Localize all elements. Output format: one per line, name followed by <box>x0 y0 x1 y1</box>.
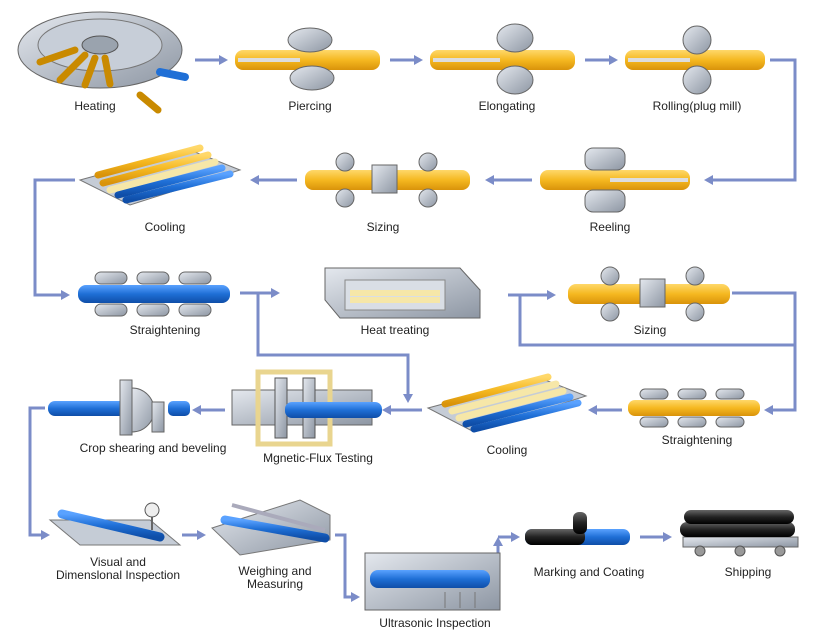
cooling-bed-1: Cooling <box>78 144 242 234</box>
step-label-rolling: Rolling(plug mill) <box>653 99 742 113</box>
heat-treating-furnace: Heat treating <box>311 267 494 337</box>
sizing-mill-1: Sizing <box>305 152 470 234</box>
crop-shearing-machine: Crop shearing and beveling <box>48 379 227 455</box>
shipping-cart: Shipping <box>680 510 799 579</box>
reeling-mill: Reeling <box>540 147 690 234</box>
ultrasonic-tester: Ultrasonic Inspection <box>364 552 501 630</box>
step-label-weighing-line1: Weighing and <box>238 564 311 578</box>
sizing-mill-2: Sizing <box>568 266 730 337</box>
step-label-marking: Marking and Coating <box>534 565 645 579</box>
step-label-piercing: Piercing <box>288 99 331 113</box>
step-label-magnetic-flux: Mgnetic-Flux Testing <box>263 451 373 465</box>
step-label-cooling-2: Cooling <box>487 443 528 457</box>
straightener-2: Straightening <box>628 388 760 447</box>
marking-coating-line: Marking and Coating <box>525 512 644 579</box>
step-label-ultrasonic: Ultrasonic Inspection <box>379 616 490 630</box>
plug-mill: Rolling(plug mill) <box>625 25 765 113</box>
visual-inspection-table: Visual and Dimenslonal Inspection <box>48 502 182 582</box>
flow-arrows <box>28 55 797 602</box>
step-label-shipping: Shipping <box>725 565 772 579</box>
step-label-visual-line1: Visual and <box>90 555 146 569</box>
step-label-cooling: Cooling <box>145 220 186 234</box>
step-label-straightening: Straightening <box>130 323 201 337</box>
step-label-visual-line2: Dimenslonal Inspection <box>56 568 180 582</box>
step-label-elongating: Elongating <box>479 99 536 113</box>
weighing-table: Weighing and Measuring <box>211 499 331 591</box>
step-label-straightening-2: Straightening <box>662 433 733 447</box>
step-label-sizing: Sizing <box>367 220 400 234</box>
straightener-1: Straightening <box>78 271 230 337</box>
cooling-bed-2: Cooling <box>426 373 588 457</box>
elongating-mill: Elongating <box>430 23 575 113</box>
magnetic-flux-tester: Mgnetic-Flux Testing <box>231 369 382 465</box>
step-label-weighing-line2: Measuring <box>247 577 303 591</box>
piercing-mill: Piercing <box>235 27 380 113</box>
step-label-reeling: Reeling <box>590 220 631 234</box>
heating-furnace: Heating <box>17 11 189 114</box>
step-label-sizing-2: Sizing <box>634 323 667 337</box>
step-label-heat-treating: Heat treating <box>361 323 430 337</box>
step-label-crop-shearing: Crop shearing and beveling <box>80 441 227 455</box>
step-label-heating: Heating <box>74 99 115 113</box>
